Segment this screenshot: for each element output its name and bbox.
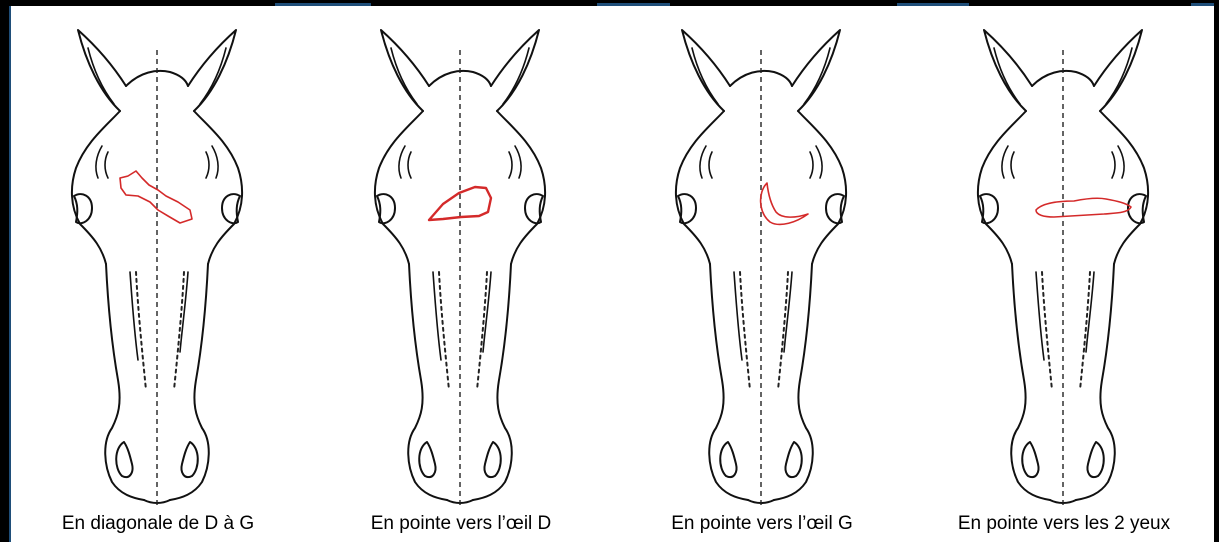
- left-border: [0, 0, 9, 542]
- left-eye: [377, 194, 395, 223]
- right-ear: [491, 30, 539, 111]
- right-brow: [1118, 146, 1124, 178]
- right-ear: [792, 30, 840, 111]
- left-inner-ear: [391, 48, 417, 104]
- caption: En pointe vers l’œil D: [311, 512, 611, 536]
- left-brow: [1002, 146, 1008, 178]
- caption: En pointe vers les 2 yeux: [914, 512, 1214, 536]
- left-ear: [381, 30, 429, 111]
- left-face-vein: [740, 272, 750, 390]
- horse-head-drawing: [311, 0, 611, 510]
- right-cheek: [497, 111, 545, 264]
- left-border-accent: [9, 6, 11, 542]
- left-cheek: [676, 111, 724, 264]
- horse-head-panel-diagonal: En diagonale de D à G: [8, 0, 308, 542]
- right-border: [1214, 0, 1219, 542]
- left-nostril: [116, 442, 132, 477]
- left-inner-ear: [994, 48, 1020, 104]
- right-muzzle: [774, 264, 813, 500]
- right-ear: [1094, 30, 1142, 111]
- left-face-vein: [1042, 272, 1052, 390]
- right-nostril: [785, 442, 801, 477]
- left-nostril: [720, 442, 736, 477]
- left-cheek: [72, 111, 120, 264]
- right-inner-ear: [804, 48, 830, 104]
- horse-head-drawing: [612, 0, 912, 510]
- horse-head-drawing: [914, 0, 1214, 510]
- right-brow-2: [1112, 152, 1115, 178]
- left-inner-ear: [88, 48, 114, 104]
- left-face-vein: [136, 272, 146, 390]
- marking-horizontal-both-eyes: [1036, 198, 1131, 217]
- right-muzzle: [170, 264, 209, 500]
- left-face-vein: [439, 272, 449, 390]
- horse-head-panel-horizontal-both-eyes: En pointe vers les 2 yeux: [914, 0, 1214, 542]
- left-eye: [74, 194, 92, 223]
- right-face-crest: [180, 272, 188, 352]
- horse-head-drawing: [8, 0, 308, 510]
- left-eye: [980, 194, 998, 223]
- top-border: [0, 0, 1219, 6]
- right-brow-2: [509, 152, 512, 178]
- horse-head-panel-point-right-eye: En pointe vers l’œil D: [311, 0, 611, 542]
- left-ear: [682, 30, 730, 111]
- right-inner-ear: [503, 48, 529, 104]
- left-nostril: [1022, 442, 1038, 477]
- left-brow-2: [408, 152, 411, 178]
- right-ear: [188, 30, 236, 111]
- horse-head-panel-crescent-left-eye: En pointe vers l’œil G: [612, 0, 912, 542]
- horse-head-outline: [676, 30, 846, 508]
- caption: En diagonale de D à G: [8, 512, 308, 536]
- horse-head-outline: [978, 30, 1148, 508]
- marking-diagonal: [120, 171, 192, 223]
- left-cheek: [375, 111, 423, 264]
- left-nostril: [419, 442, 435, 477]
- right-nostril: [1087, 442, 1103, 477]
- left-brow-2: [1011, 152, 1014, 178]
- right-nostril: [484, 442, 500, 477]
- caption: En pointe vers l’œil G: [612, 512, 912, 536]
- left-brow-2: [105, 152, 108, 178]
- left-eye: [678, 194, 696, 223]
- horse-head-outline: [72, 30, 242, 508]
- right-eye: [222, 194, 240, 223]
- right-face-crest: [784, 272, 792, 352]
- right-inner-ear: [1106, 48, 1132, 104]
- right-cheek: [798, 111, 846, 264]
- right-cheek: [194, 111, 242, 264]
- right-eye: [826, 194, 844, 223]
- left-brow: [700, 146, 706, 178]
- right-muzzle: [473, 264, 512, 500]
- right-brow: [212, 146, 218, 178]
- right-brow-2: [206, 152, 209, 178]
- right-cheek: [1100, 111, 1148, 264]
- marking-crescent-left-eye: [761, 183, 808, 224]
- horse-head-outline: [375, 30, 545, 508]
- right-inner-ear: [200, 48, 226, 104]
- right-brow: [816, 146, 822, 178]
- left-brow: [96, 146, 102, 178]
- right-brow: [515, 146, 521, 178]
- right-face-crest: [483, 272, 491, 352]
- right-muzzle: [1076, 264, 1115, 500]
- left-ear: [984, 30, 1032, 111]
- left-brow-2: [709, 152, 712, 178]
- left-ear: [78, 30, 126, 111]
- right-face-crest: [1086, 272, 1094, 352]
- right-nostril: [181, 442, 197, 477]
- right-brow-2: [810, 152, 813, 178]
- right-eye: [525, 194, 543, 223]
- left-inner-ear: [692, 48, 718, 104]
- left-brow: [399, 146, 405, 178]
- left-cheek: [978, 111, 1026, 264]
